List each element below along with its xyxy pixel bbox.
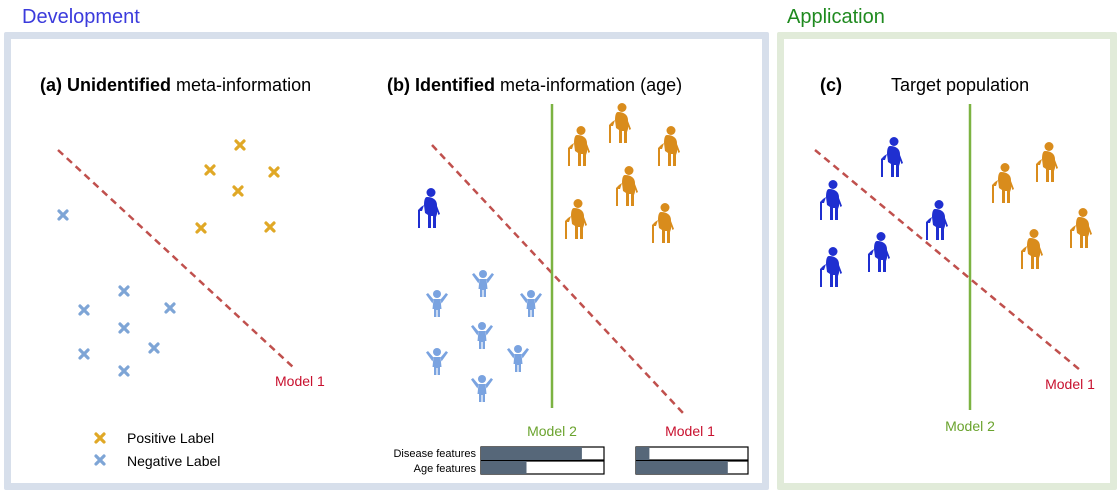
elderly-person-icon <box>1036 142 1058 182</box>
panel-a-title-bold: Unidentified <box>67 75 171 95</box>
child-icon <box>426 348 448 375</box>
panel-b-title-rest: meta-information (age) <box>500 75 682 95</box>
panel-a: (a) Unidentified meta-information Model … <box>40 75 325 469</box>
disease-features-label: Disease features <box>393 448 476 460</box>
negative-marker <box>57 209 69 221</box>
panel-c-title: Target population <box>891 75 1029 95</box>
elderly-person-icon <box>616 166 638 206</box>
elderly-person-icon <box>568 126 590 166</box>
model2-disease-bar-fill <box>481 447 582 460</box>
child-icon <box>471 322 493 349</box>
negative-marker <box>118 285 130 297</box>
panel-b-tag: (b) <box>387 75 410 95</box>
child-icon <box>520 290 542 317</box>
legend: Positive Label Negative Label <box>94 430 220 469</box>
negative-marker <box>118 365 130 377</box>
positive-marker <box>268 166 280 178</box>
positive-marker <box>234 139 246 151</box>
positive-marker <box>232 185 244 197</box>
child-icon <box>471 375 493 402</box>
elderly-person-icon <box>1021 229 1043 269</box>
legend-negative-icon <box>94 454 106 466</box>
elderly-person-icon <box>418 188 440 228</box>
elderly-person-icon <box>565 199 587 239</box>
elderly-person-icon <box>658 126 680 166</box>
panel-b-model2-label: Model 2 <box>527 423 577 439</box>
negative-marker <box>148 342 160 354</box>
positive-marker <box>264 221 276 233</box>
model1-feature-bars <box>635 446 749 475</box>
elderly-person-icon <box>926 200 948 240</box>
elderly-person-icon <box>609 103 631 143</box>
negative-marker <box>164 302 176 314</box>
model2-feature-bars <box>480 446 605 475</box>
development-title: Development <box>22 6 140 28</box>
panel-b-model1-label: Model 1 <box>665 423 715 439</box>
elderly-group-young-side <box>418 188 440 228</box>
child-icon <box>507 345 529 372</box>
development-panel <box>4 32 769 490</box>
child-icon <box>426 290 448 317</box>
children-group <box>426 270 542 402</box>
panel-a-title-rest: meta-information <box>176 75 311 95</box>
panel-c-model1-line <box>814 149 1081 371</box>
model2-age-bar-fill <box>481 461 527 474</box>
positive-marker <box>195 222 207 234</box>
age-features-label: Age features <box>414 463 477 475</box>
positive-marker <box>204 164 216 176</box>
panel-c-tag: (c) <box>820 75 842 95</box>
negative-markers <box>57 209 176 377</box>
elderly-person-icon <box>992 163 1014 203</box>
elderly-person-icon <box>1070 208 1092 248</box>
child-icon <box>472 270 494 297</box>
application-title: Application <box>787 6 885 28</box>
elderly-person-icon <box>652 203 674 243</box>
panel-a-tag: (a) <box>40 75 62 95</box>
elderly-person-icon <box>820 180 842 220</box>
target-elderly-orange <box>992 142 1092 269</box>
negative-marker <box>78 304 90 316</box>
legend-positive-label: Positive Label <box>127 430 214 446</box>
negative-marker <box>118 322 130 334</box>
elderly-group-old <box>565 103 680 243</box>
elderly-person-icon <box>881 137 903 177</box>
panel-c-model2-label: Model 2 <box>945 418 995 434</box>
negative-marker <box>78 348 90 360</box>
application-panel <box>777 32 1117 490</box>
panel-a-model1-line <box>57 149 295 369</box>
model1-disease-bar-fill <box>636 447 650 460</box>
svg-text:(b) Identified: (b) Identified meta-information (age) <box>387 75 682 95</box>
panel-a-model1-label: Model 1 <box>275 373 325 389</box>
panel-b: (b) Identified meta-information (age) <box>387 75 749 475</box>
elderly-person-icon <box>820 247 842 287</box>
model1-age-bar-fill <box>636 461 728 474</box>
panel-c-model1-label: Model 1 <box>1045 376 1095 392</box>
elderly-person-icon <box>868 232 890 272</box>
target-elderly-blue <box>820 137 948 287</box>
panel-c: (c) Target population Model 2 Model 1 <box>814 75 1095 434</box>
panel-b-model1-line <box>431 144 684 414</box>
panel-b-title-bold: Identified <box>415 75 495 95</box>
legend-negative-label: Negative Label <box>127 453 220 469</box>
positive-markers <box>195 139 280 234</box>
legend-positive-icon <box>94 432 106 444</box>
svg-text:(a) Unidentified: (a) Unidentified meta-information <box>40 75 311 95</box>
